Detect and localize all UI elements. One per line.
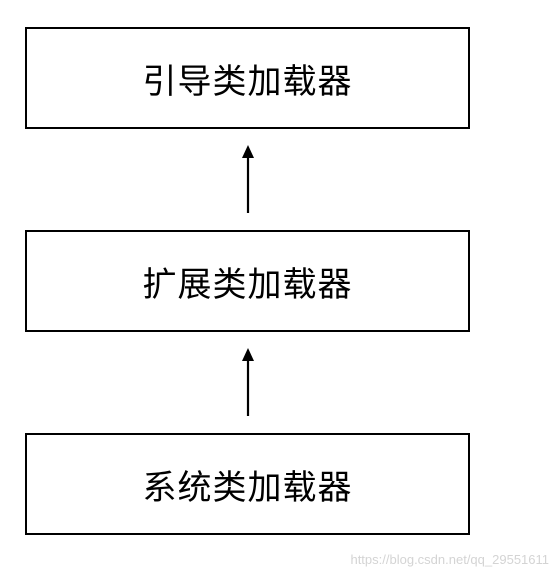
bootstrap-classloader-box: 引导类加载器 [25,27,470,129]
extension-classloader-label: 扩展类加载器 [142,264,353,305]
arrow-up-icon [242,145,254,213]
bootstrap-classloader-label: 引导类加载器 [142,61,353,102]
extension-classloader-box: 扩展类加载器 [25,230,470,332]
arrow-up-icon [242,348,254,416]
system-classloader-label: 系统类加载器 [142,467,353,508]
system-classloader-box: 系统类加载器 [25,433,470,535]
watermark-text: https://blog.csdn.net/qq_29551611 [350,552,549,567]
